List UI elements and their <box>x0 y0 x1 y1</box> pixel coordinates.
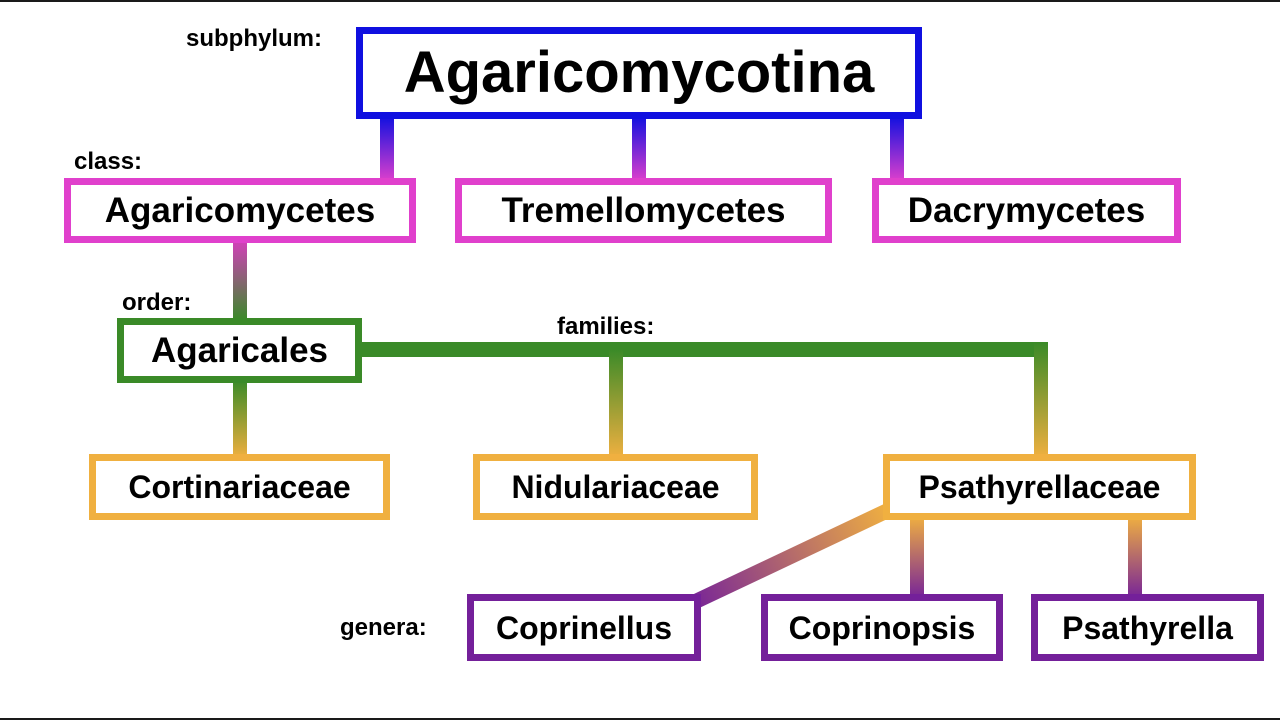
node-coprinellus: Coprinellus <box>467 594 701 661</box>
node-label: Coprinopsis <box>788 609 976 646</box>
node-coprinopsis: Coprinopsis <box>761 594 1003 661</box>
node-label: Agaricomycotina <box>403 40 875 105</box>
edge-agaricales-cortinariaceae <box>233 380 247 458</box>
node-cortinariaceae: Cortinariaceae <box>89 454 390 520</box>
rank-label-order: order: <box>122 289 192 316</box>
edge-agaricales-nidulariaceae <box>609 349 623 458</box>
edge-agaricomycotina-dacrymycetes <box>890 116 904 182</box>
edge-agaricomycotina-agaricomycetes <box>380 116 394 182</box>
edge-agaricales-families-bus <box>358 342 1048 357</box>
rank-label-genera: genera: <box>340 614 427 641</box>
node-dacrymycetes: Dacrymycetes <box>872 178 1181 243</box>
node-label: Cortinariaceae <box>128 469 351 505</box>
node-label: Coprinellus <box>495 609 672 646</box>
rank-label-families: families: <box>557 313 655 340</box>
node-psathyrellaceae: Psathyrellaceae <box>883 454 1196 520</box>
node-agaricomycetes: Agaricomycetes <box>64 178 416 243</box>
node-label: Dacrymycetes <box>907 191 1146 230</box>
node-nidulariaceae: Nidulariaceae <box>473 454 758 520</box>
node-label: Nidulariaceae <box>511 469 720 505</box>
edge-agaricomycotina-tremellomycetes <box>632 116 646 182</box>
node-label: Agaricales <box>150 331 329 370</box>
edge-psathyrellaceae-coprinellus <box>682 501 897 613</box>
edge-psathyrellaceae-coprinopsis <box>910 516 924 600</box>
node-label: Agaricomycetes <box>104 191 376 230</box>
edge-agaricomycetes-agaricales <box>233 240 247 322</box>
node-psathyrella: Psathyrella <box>1031 594 1264 661</box>
node-label: Tremellomycetes <box>501 191 786 230</box>
node-label: Psathyrellaceae <box>918 469 1161 505</box>
bottom-border-line <box>0 718 1280 720</box>
top-border-line <box>0 0 1280 2</box>
rank-label-class: class: <box>74 148 143 175</box>
node-label: Psathyrella <box>1062 609 1233 646</box>
rank-label-subphylum: subphylum: <box>186 25 322 52</box>
edge-psathyrellaceae-psathyrella <box>1128 516 1142 600</box>
node-agaricomycotina: Agaricomycotina <box>356 27 922 119</box>
edge-agaricales-psathyrellaceae <box>1034 342 1048 458</box>
node-agaricales: Agaricales <box>117 318 362 383</box>
node-tremellomycetes: Tremellomycetes <box>455 178 832 243</box>
